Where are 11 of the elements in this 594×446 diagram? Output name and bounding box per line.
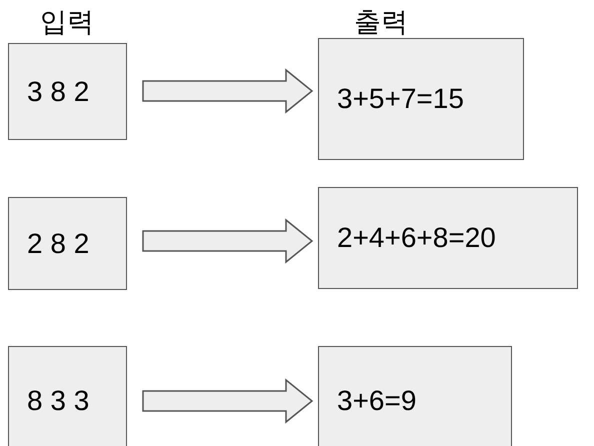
block-arrow [142,68,314,114]
input-box: 3 8 2 [8,43,127,140]
input-box: 2 8 2 [8,197,127,290]
input-box: 8 3 3 [8,346,127,446]
block-arrow [142,218,314,264]
column-heading: 입력 [40,6,94,40]
column-heading: 출력 [354,6,408,40]
output-box: 3+5+7=15 [318,38,524,160]
output-box: 3+6=9 [318,346,512,446]
output-box: 2+4+6+8=20 [318,187,578,289]
block-arrow [142,378,314,424]
